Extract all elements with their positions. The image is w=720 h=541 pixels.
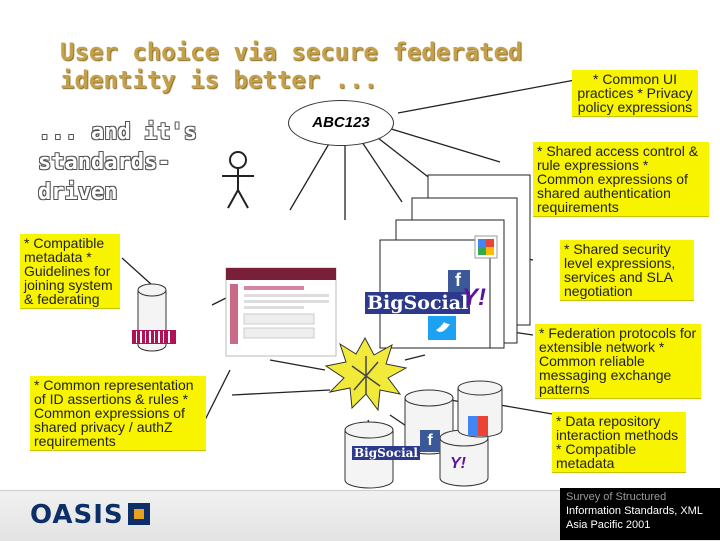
connector-line <box>404 354 426 361</box>
connector-line <box>121 257 153 286</box>
note-compatible-metadata: * Compatible metadata * Guidelines for j… <box>20 234 120 309</box>
facebook-logo-small: f <box>420 430 440 452</box>
connector-line <box>387 127 501 163</box>
barcode-icon <box>132 330 176 344</box>
website-screenshot <box>225 267 337 357</box>
page-title: User choice via secure federated identit… <box>60 38 523 94</box>
connector-line <box>499 404 559 416</box>
note-id-assertions: * Common representation of ID assertions… <box>30 376 206 451</box>
note-shared-access: * Shared access control & rule expressio… <box>533 142 709 217</box>
yahoo-logo-small: Y! <box>450 455 466 472</box>
database-top <box>137 283 167 297</box>
footer-credit-line: Information Standards, XML <box>566 505 703 517</box>
note-data-repository: * Data repository interaction methods * … <box>552 412 686 473</box>
connector-line <box>231 389 331 396</box>
page-subtitle: ... and it's standards-driven <box>38 120 197 205</box>
connector-line <box>204 369 231 421</box>
footer-credit-line: Asia Pacific 2001 <box>566 519 651 531</box>
oasis-logo: OASIS <box>30 500 150 530</box>
connector-line <box>361 141 403 203</box>
facebook-icon <box>448 270 470 292</box>
note-common-ui: * Common UI practices * Privacy policy e… <box>572 70 698 117</box>
google-logo-small <box>468 416 488 436</box>
bigsocial-logo: BigSocial <box>365 292 471 314</box>
user-stick-figure-icon <box>222 151 254 209</box>
facebook-logo-text: f <box>455 270 461 290</box>
connector-line <box>269 359 326 371</box>
note-security-level: * Shared security level expressions, ser… <box>560 240 694 301</box>
google-icon <box>474 235 498 259</box>
note-federation-protocols: * Federation protocols for extensible ne… <box>535 324 701 399</box>
connector-line <box>397 79 576 114</box>
footer-credit-line: Survey of Structured <box>566 491 667 503</box>
footer-credit: Survey of Structured Information Standar… <box>560 488 720 540</box>
oasis-mark-icon <box>127 503 150 525</box>
identity-bubble: ABC123 <box>288 100 394 146</box>
yahoo-logo: Y! <box>462 284 486 311</box>
connector-line <box>289 141 331 211</box>
bigsocial-logo-small: BigSocial <box>352 446 420 460</box>
